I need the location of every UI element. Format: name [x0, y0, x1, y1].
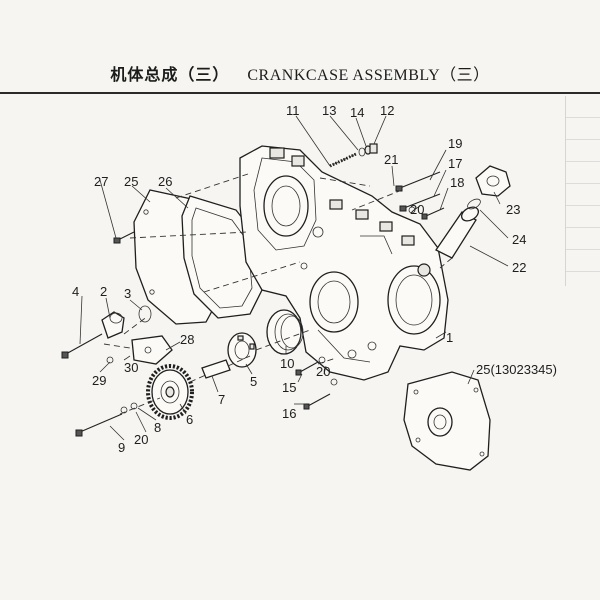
- part-22-filler-tube: [435, 206, 480, 259]
- part-7-shaft: [201, 359, 231, 379]
- leader-lines: [79, 115, 509, 441]
- callout-25: 25: [124, 174, 138, 189]
- part-25-front-cover: [403, 371, 491, 471]
- title-underline: [0, 92, 600, 94]
- callout-24: 24: [512, 232, 526, 247]
- callout-1: 1: [446, 330, 453, 345]
- callout-20-upper: 20: [410, 202, 424, 217]
- callout-21: 21: [384, 152, 398, 167]
- callout-23: 23: [506, 202, 520, 217]
- callout-19: 19: [448, 136, 462, 151]
- bolt-part-9: [75, 413, 123, 437]
- callout-11: 11: [286, 103, 300, 118]
- callout-20-middle: 20: [316, 364, 330, 379]
- callout-29: 29: [92, 373, 106, 388]
- bolt-part-27: [113, 231, 135, 244]
- callout-30: 30: [124, 360, 138, 375]
- assembly-alignment-lines: [103, 153, 453, 415]
- callout-2: 2: [100, 284, 107, 299]
- part-6-gear: [146, 364, 194, 420]
- callout-12: 12: [380, 103, 394, 118]
- callout-10: 10: [280, 356, 294, 371]
- nut-part-12: [369, 143, 378, 154]
- part-24-seal-ring: [467, 198, 481, 210]
- part-3-o-ring: [138, 305, 152, 323]
- washer-part-13: [358, 147, 366, 157]
- callout-8: 8: [154, 420, 161, 435]
- callout-5: 5: [250, 374, 257, 389]
- callout-15: 15: [282, 380, 296, 395]
- bolt-part-15: [295, 361, 319, 376]
- callout-3: 3: [124, 286, 131, 301]
- callout-4: 4: [72, 284, 79, 299]
- callout-18: 18: [450, 175, 464, 190]
- part-1-timing-gear-housing: [239, 145, 449, 381]
- callout-26: 26: [158, 174, 172, 189]
- callout-numbers: 11 13 14 12 21 19 17 18 20 23 24 22 1 25…: [72, 103, 557, 455]
- callout-7: 7: [218, 392, 225, 407]
- bolt-part-17: [399, 193, 441, 212]
- part-5-hub: [227, 332, 257, 368]
- callout-25-part-number: 25(13023345): [476, 362, 557, 377]
- part-10-seal-ring: [266, 309, 304, 355]
- part-23-filler-cap: [475, 165, 511, 197]
- callout-27: 27: [94, 174, 108, 189]
- callout-20-lower: 20: [134, 432, 148, 447]
- bolt-part-4: [61, 333, 103, 359]
- callout-13: 13: [322, 103, 336, 118]
- callout-22: 22: [512, 260, 526, 275]
- bolt-part-18: [421, 207, 445, 220]
- callout-9: 9: [118, 440, 125, 455]
- title-english: CRANKCASE ASSEMBLY（三）: [247, 67, 490, 84]
- diagram-title: 机体总成（三） CRANKCASE ASSEMBLY（三）: [0, 58, 600, 88]
- bolt-part-19: [395, 171, 441, 192]
- callout-6: 6: [186, 412, 193, 427]
- callout-14: 14: [350, 105, 364, 120]
- callout-28: 28: [180, 332, 194, 347]
- part-28-plate: [131, 335, 173, 365]
- bleed-through-table-edge: [565, 96, 600, 286]
- bolt-part-16: [303, 393, 331, 410]
- title-chinese: 机体总成（三）: [110, 65, 230, 84]
- callout-17: 17: [448, 156, 462, 171]
- part-2-elbow-fitting: [101, 311, 125, 339]
- callout-16: 16: [282, 406, 296, 421]
